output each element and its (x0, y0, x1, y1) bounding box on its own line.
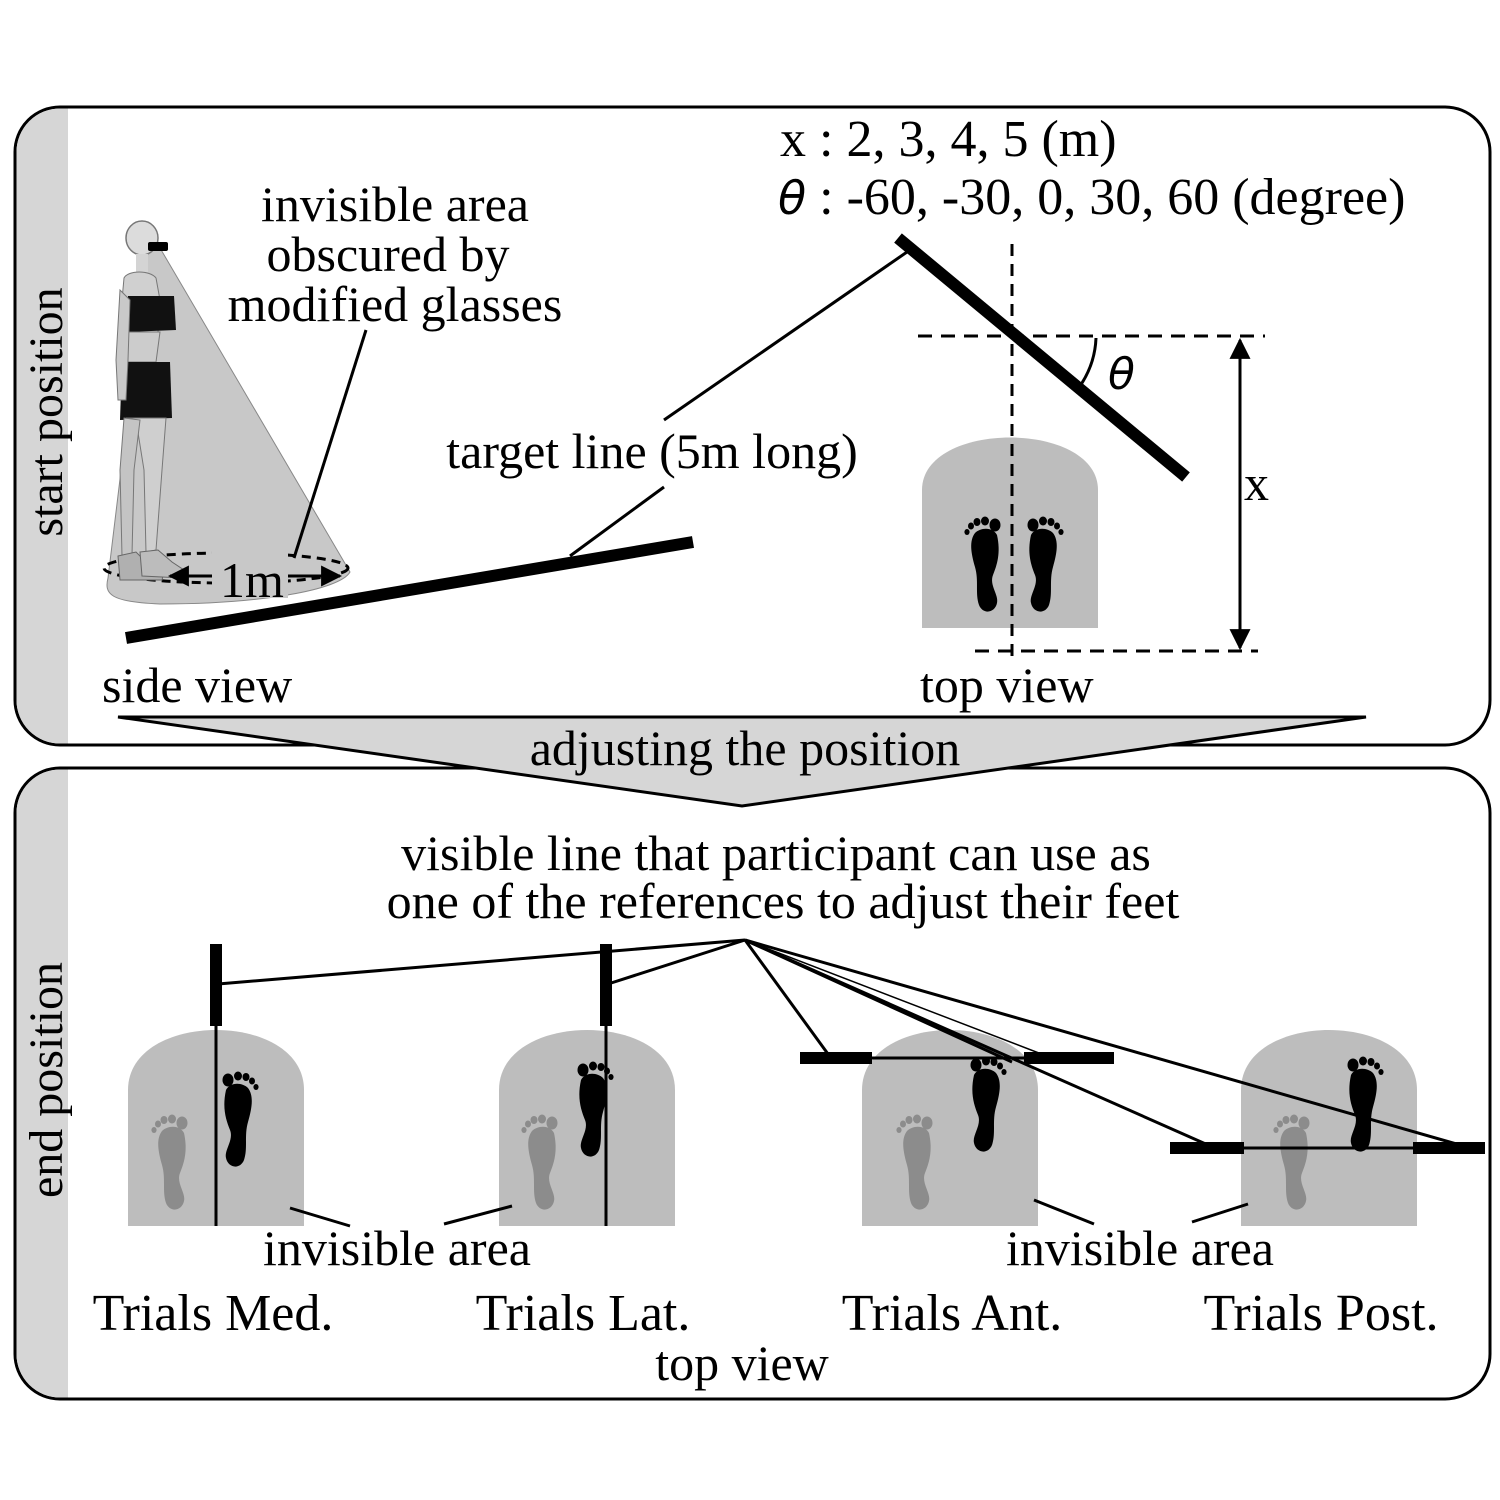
x-values-label: x : 2, 3, 4, 5 (m) (780, 111, 1117, 168)
trial-label-posterior: Trials Post. (1203, 1285, 1438, 1342)
invisible-area-label-right: invisible area (1006, 1220, 1274, 1276)
side-view-caption: side view (102, 657, 292, 713)
theta-symbol: θ (778, 171, 806, 225)
trial-label-lateral: Trials Lat. (476, 1285, 691, 1342)
invisible-area-top-view (922, 437, 1098, 628)
theta-angle-label: θ (1108, 349, 1135, 400)
top-view-caption-lower: top view (655, 1335, 829, 1391)
invisible-area-note-line2: obscured by (267, 226, 510, 282)
side-view-illustration (102, 220, 351, 605)
invisible-area-note-line3: modified glasses (228, 276, 563, 332)
end-position-label: end position (20, 962, 73, 1198)
end-position-panel: end position visible line that participa… (13, 766, 1492, 1401)
invisible-area-pointer (292, 329, 368, 559)
transition-arrow: adjusting the position (117, 715, 1367, 808)
target-line-pointer-lower (569, 485, 665, 558)
target-line-pointer-upper (663, 250, 908, 422)
top-view-caption-upper: top view (920, 657, 1094, 713)
invisible-area-label-left: invisible area (263, 1220, 531, 1276)
invisible-area-posterior (1241, 1030, 1417, 1226)
top-view-illustration: θ x (894, 233, 1269, 656)
end-position-sidebar (16, 769, 68, 1398)
trial-label-medial: Trials Med. (93, 1285, 334, 1342)
visible-line-note-line1: visible line that participant can use as (401, 825, 1151, 881)
visible-line-pointers (217, 938, 1461, 1147)
invisible-area-pointers (289, 1198, 1249, 1228)
target-line-side (124, 536, 695, 644)
x-dimension-label: x (1244, 455, 1269, 511)
person-figure-icon (115, 220, 185, 581)
start-position-label: start position (20, 287, 73, 536)
start-position-sidebar (16, 108, 68, 744)
theta-angle-arc (1078, 337, 1098, 387)
visible-line-note-line2: one of the references to adjust their fe… (387, 873, 1180, 929)
trial-posterior-view (1170, 1030, 1485, 1226)
start-position-panel: start position invisible area obsc (13, 105, 1492, 747)
trial-anterior-view (800, 1030, 1114, 1226)
theta-values-label: θ : -60, -30, 0, 30, 60 (degree) (778, 169, 1405, 226)
target-line-label: target line (5m long) (446, 423, 857, 479)
distance-label: 1m (220, 552, 284, 608)
transition-label: adjusting the position (530, 720, 961, 776)
invisible-area-note-line1: invisible area (261, 176, 529, 232)
theta-values: : -60, -30, 0, 30, 60 (degree) (806, 169, 1405, 226)
trial-label-anterior: Trials Ant. (842, 1285, 1063, 1342)
trial-medial-view (128, 944, 304, 1226)
trial-lateral-view (499, 944, 675, 1226)
target-line-top-view (894, 233, 1190, 482)
